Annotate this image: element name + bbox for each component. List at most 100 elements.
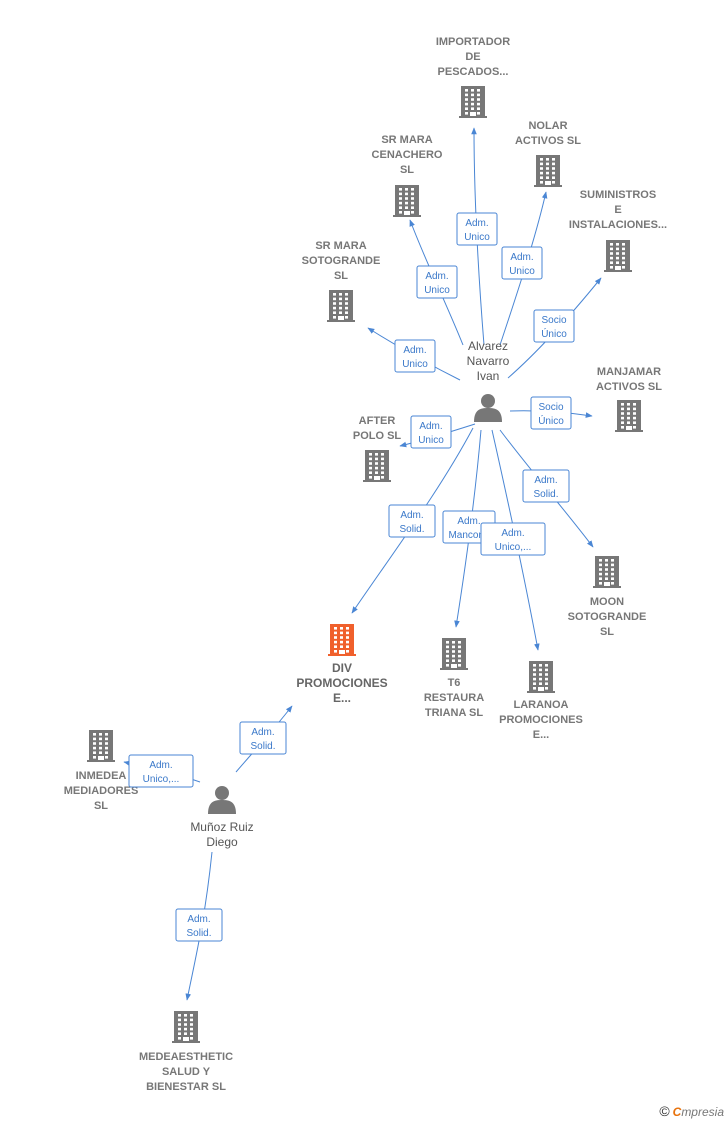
- edge-label-munoz-to-inmedea[interactable]: Adm. Unico,...: [128, 754, 194, 788]
- node-div[interactable]: DIVPROMOCIONESE...: [296, 624, 388, 705]
- node-label: SUMINISTROS: [580, 189, 656, 201]
- edge-label-text: Adm.: [403, 345, 426, 356]
- copyright-symbol: ©: [659, 1103, 670, 1119]
- node-moon[interactable]: MOON SOTOGRANDE SL: [568, 556, 647, 638]
- edge-label-text: Unico: [418, 435, 444, 446]
- node-label: SL: [334, 270, 348, 282]
- edge-label-text: Unico: [509, 266, 535, 277]
- edge-label-text: Adm.: [425, 271, 448, 282]
- edge-label-text: Adm.: [419, 421, 442, 432]
- edge-label-munoz-to-div[interactable]: Adm.Solid.: [239, 721, 287, 755]
- building-icon: [393, 185, 421, 217]
- edge-label-alvarez-to-after_polo[interactable]: Adm. Unico: [410, 415, 452, 449]
- node-label: SL: [600, 626, 614, 638]
- node-suministros[interactable]: SUMINISTROSEINSTALACIONES...: [569, 189, 667, 272]
- node-label: BIENESTAR SL: [146, 1081, 226, 1093]
- edge-label-text: Solid.: [250, 741, 275, 752]
- edge-label-text: Único: [538, 414, 564, 427]
- node-label: NOLAR: [528, 120, 567, 132]
- edge-label-alvarez-to-sr_cenachero[interactable]: Adm.Unico: [416, 265, 458, 299]
- building-icon: [327, 290, 355, 322]
- node-label: MOON: [590, 596, 624, 608]
- edge-label-alvarez-to-div[interactable]: Adm.Solid.: [388, 504, 436, 538]
- edge-label-text: Adm.: [465, 218, 488, 229]
- node-label: SOTOGRANDE: [302, 255, 381, 267]
- node-label: LARANOA: [514, 699, 569, 711]
- building-icon: [527, 661, 555, 693]
- edge-label-alvarez-to-nolar[interactable]: Adm. Unico: [501, 246, 543, 280]
- node-label: Ivan: [477, 369, 500, 383]
- node-importador[interactable]: IMPORTADORDEPESCADOS...: [436, 36, 510, 118]
- node-label: Muñoz Ruiz: [190, 820, 253, 834]
- node-label: T6: [448, 677, 461, 689]
- brand-initial: C: [672, 1105, 682, 1119]
- edge-label-text: Único: [541, 327, 567, 340]
- edge-label-alvarez-to-moon[interactable]: Adm.Solid.: [522, 469, 570, 503]
- node-label: SR MARA: [381, 134, 432, 146]
- node-laranoa[interactable]: LARANOA PROMOCIONES E...: [499, 661, 583, 741]
- edge-label-text: Unico,...: [495, 542, 532, 553]
- node-label: SOTOGRANDE: [568, 611, 647, 623]
- building-icon: [459, 86, 487, 118]
- node-inmedea[interactable]: INMEDEA MEDIADORES SL: [64, 730, 139, 812]
- node-label: SALUD Y: [162, 1066, 211, 1078]
- person-icon: [208, 786, 236, 814]
- edge-label-text: Socio: [538, 402, 563, 413]
- node-manjamar[interactable]: MANJAMAR ACTIVOS SL: [596, 366, 662, 432]
- node-label: DE: [465, 51, 480, 63]
- building-icon: [440, 638, 468, 670]
- building-icon: [87, 730, 115, 762]
- node-label: POLO SL: [353, 430, 402, 442]
- node-label: SL: [400, 164, 414, 176]
- building-icon: [615, 400, 643, 432]
- node-label: AFTER: [359, 415, 396, 427]
- edge-label-text: Unico: [402, 359, 428, 370]
- node-label: ACTIVOS SL: [596, 381, 662, 393]
- node-after_polo[interactable]: AFTER POLO SL: [353, 415, 402, 482]
- edge-label-text: Adm.: [400, 510, 423, 521]
- edge-label-text: Mancom.: [448, 530, 489, 541]
- building-icon: [172, 1011, 200, 1043]
- edge-label-text: Adm.: [501, 528, 524, 539]
- edge-label-alvarez-to-sr_sotogrande[interactable]: Adm. Unico: [394, 339, 436, 373]
- edge-label-text: Adm.: [510, 252, 533, 263]
- node-label: E...: [333, 691, 351, 705]
- edge-label-text: Adm.: [187, 914, 210, 925]
- node-label: INMEDEA: [76, 770, 127, 782]
- node-label: RESTAURA: [424, 692, 484, 704]
- node-label: IMPORTADOR: [436, 36, 510, 48]
- edge-label-text: Adm.: [149, 760, 172, 771]
- edge-label-text: Unico,...: [143, 774, 180, 785]
- edge-label-munoz-to-medeaesthetic[interactable]: Adm.Solid.: [175, 908, 223, 942]
- person-icon: [474, 394, 502, 422]
- node-label: SL: [94, 800, 108, 812]
- edge-label-text: Solid.: [533, 489, 558, 500]
- building-icon: [604, 240, 632, 272]
- building-icon: [593, 556, 621, 588]
- node-label: TRIANA SL: [425, 707, 484, 719]
- node-label: MEDIADORES: [64, 785, 139, 797]
- node-label: E...: [533, 729, 550, 741]
- node-label: Diego: [206, 835, 238, 849]
- edge-label-alvarez-to-laranoa[interactable]: Adm. Unico,...: [480, 522, 546, 556]
- node-nolar[interactable]: NOLAR ACTIVOS SL: [515, 120, 581, 187]
- edge-labels-layer: Adm.UnicoAdm.UnicoAdm.UnicoSocioÚnicoAdm…: [128, 212, 575, 942]
- edge-label-text: Adm.: [457, 516, 480, 527]
- edge-label-alvarez-to-importador[interactable]: Adm.Unico: [456, 212, 498, 246]
- node-label: Alvarez: [468, 339, 508, 353]
- node-label: PROMOCIONES: [499, 714, 583, 726]
- node-label: Navarro: [467, 354, 510, 368]
- node-label: MANJAMAR: [597, 366, 661, 378]
- focus-building-icon: [328, 624, 356, 656]
- node-label: ACTIVOS SL: [515, 135, 581, 147]
